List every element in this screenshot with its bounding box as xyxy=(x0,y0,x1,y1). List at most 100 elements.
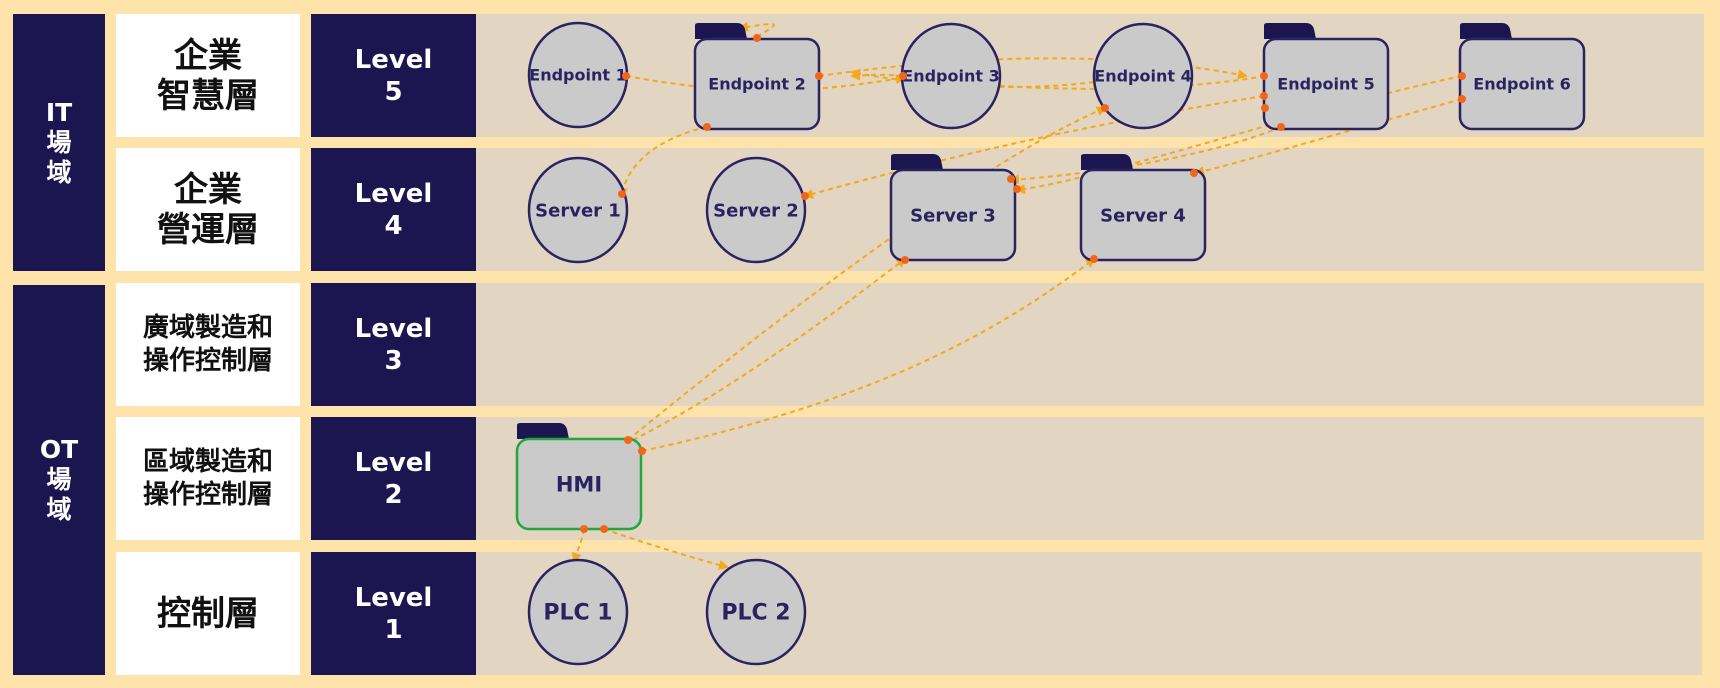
port-dot xyxy=(1090,255,1098,263)
ot-zone-text-1: OT xyxy=(39,435,79,464)
level-3-name-line-2: 操作控制層 xyxy=(142,345,273,376)
node-ep5-label: Endpoint 5 xyxy=(1277,75,1374,94)
node-ep6-folder-tab xyxy=(1460,23,1512,39)
level-2-number-line-2: 2 xyxy=(384,479,403,510)
node-plc1-label: PLC 1 xyxy=(543,601,612,626)
level-4-name-line-2: 營運層 xyxy=(157,209,259,250)
level-2-name-line-1: 區域製造和 xyxy=(142,446,273,477)
connector-hmi-plc2 xyxy=(603,528,729,570)
node-ep3-label: Endpoint 3 xyxy=(902,67,999,86)
node-sv3-label: Server 3 xyxy=(910,205,996,226)
port-dot xyxy=(1013,185,1021,193)
node-plc2-circle xyxy=(705,558,807,666)
port-dot xyxy=(624,436,632,444)
connector-ep2-sv1 xyxy=(617,126,708,198)
node-layer: Endpoint 1 Endpoint 2 Endpoint 3 Endpoint 4… xyxy=(515,21,1586,666)
port-dot xyxy=(580,525,588,533)
node-plc1-circle xyxy=(527,558,629,666)
level-1-name-line-1: 控制層 xyxy=(157,593,259,634)
it-zone-label: IT 場 域 xyxy=(13,14,105,271)
port-dot xyxy=(815,72,823,80)
port-dot xyxy=(801,192,809,200)
level-5-number-line-1: Level xyxy=(354,44,433,75)
node-sv1-label: Server 1 xyxy=(535,200,621,221)
port-dot xyxy=(622,72,630,80)
port-dot xyxy=(1007,175,1015,183)
level-3-number-line-1: Level xyxy=(354,313,433,344)
node-sv4-folder-body xyxy=(1079,168,1207,262)
node-ep4[interactable]: Endpoint 4 xyxy=(1092,22,1194,130)
connector-hmi-ep4 xyxy=(627,106,1107,441)
node-ep4-circle xyxy=(1092,22,1194,130)
node-sv4-label: Server 4 xyxy=(1100,205,1186,226)
node-ep5-folder-body xyxy=(1262,37,1390,131)
level-1-number-line-1: Level xyxy=(354,582,433,613)
node-ep3[interactable]: Endpoint 3 xyxy=(900,22,1002,130)
port-dot xyxy=(1458,95,1466,103)
node-plc2-label: PLC 2 xyxy=(721,601,790,626)
node-plc1[interactable]: PLC 1 xyxy=(527,558,629,666)
level-3-number: Level 3 xyxy=(311,283,476,406)
node-sv4[interactable]: Server 4 xyxy=(1079,154,1207,262)
level-3-lane xyxy=(476,283,1704,406)
level-1-lane xyxy=(476,552,1702,675)
it-zone-text-1: IT xyxy=(45,97,73,127)
level-2-name: 區域製造和 操作控制層 xyxy=(116,417,300,540)
port-dot xyxy=(1261,104,1269,112)
ot-zone-label: OT 場 域 xyxy=(13,285,105,675)
port-dot xyxy=(1260,72,1268,80)
port-dot xyxy=(618,190,626,198)
level-1-number-line-2: 1 xyxy=(384,614,403,645)
level-5-name-line-2: 智慧層 xyxy=(157,75,259,116)
it-zone-text-3: 域 xyxy=(46,157,72,187)
level-2-number: Level 2 xyxy=(311,417,476,540)
node-ep6-folder-body xyxy=(1458,37,1586,131)
node-sv3-folder-body xyxy=(889,168,1017,262)
level-1-name: 控制層 xyxy=(116,552,300,675)
connector-ep5-sv3 xyxy=(1009,126,1282,185)
port-layer xyxy=(580,34,1466,533)
port-dot xyxy=(753,34,761,42)
level-2-name-line-2: 操作控制層 xyxy=(142,479,273,510)
level-5-number: Level 5 xyxy=(311,14,476,137)
level-4-name-line-1: 企業 xyxy=(174,169,242,210)
port-dot xyxy=(1101,104,1109,112)
level-5-name: 企業 智慧層 xyxy=(116,14,300,137)
node-ep2-label: Endpoint 2 xyxy=(708,75,805,94)
node-sv2[interactable]: Server 2 xyxy=(705,156,807,264)
node-ep6[interactable]: Endpoint 6 xyxy=(1458,23,1586,131)
it-zone-text-2: 場 xyxy=(46,127,72,157)
node-ep5-folder-tab xyxy=(1264,23,1316,39)
node-hmi[interactable]: HMI xyxy=(515,423,643,531)
node-sv3[interactable]: Server 3 xyxy=(889,154,1017,262)
level-5-name-line-1: 企業 xyxy=(174,35,242,76)
connector-incoming-top xyxy=(738,21,775,38)
node-ep4-label: Endpoint 4 xyxy=(1094,67,1191,86)
node-ep5[interactable]: Endpoint 5 xyxy=(1262,23,1390,131)
connector-ep6-sv4 xyxy=(1194,98,1463,176)
ot-zone-text-2: 場 xyxy=(46,465,72,494)
node-sv1-circle xyxy=(527,156,629,264)
port-dot xyxy=(703,123,711,131)
level-4-number-line-2: 4 xyxy=(384,210,403,241)
node-sv3-folder-tab xyxy=(891,154,943,170)
node-sv2-circle xyxy=(705,156,807,264)
level-4-name: 企業 營運層 xyxy=(116,148,300,271)
port-dot xyxy=(1260,92,1268,100)
node-sv1[interactable]: Server 1 xyxy=(527,156,629,264)
port-dot xyxy=(600,525,608,533)
node-plc2[interactable]: PLC 2 xyxy=(705,558,807,666)
node-ep2-folder-tab xyxy=(695,23,747,39)
level-3-name-line-1: 廣域製造和 xyxy=(142,312,273,343)
node-hmi-folder-tab xyxy=(517,423,569,439)
level-1-number: Level 1 xyxy=(311,552,476,675)
level-4-number-line-1: Level xyxy=(354,178,433,209)
port-dot xyxy=(1458,72,1466,80)
connector-ep1-ep3 xyxy=(625,74,906,92)
level-2-lane xyxy=(476,417,1704,540)
connector-hmi-sv4 xyxy=(641,257,1096,452)
node-sv4-folder-tab xyxy=(1081,154,1133,170)
node-ep1[interactable]: Endpoint 1 xyxy=(527,21,629,129)
level-3-number-line-2: 3 xyxy=(384,345,403,376)
